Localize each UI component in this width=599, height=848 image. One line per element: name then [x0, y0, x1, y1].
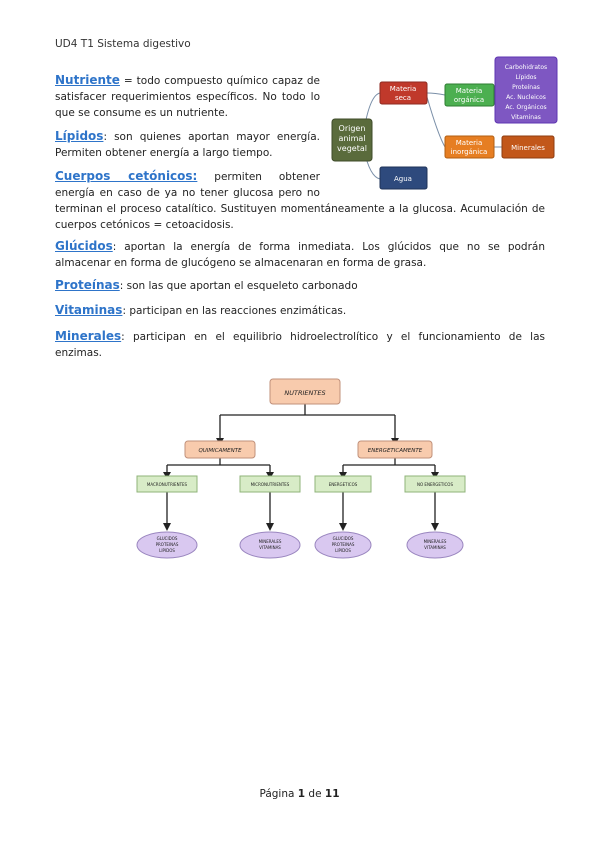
term-cuerpos-cetonicos-visible: Cuerpos cetónicos:: [55, 169, 198, 183]
page-footer: Página 1 de 11: [0, 788, 599, 800]
label-agua: Agua: [394, 175, 412, 183]
text-glucidos: : aportan la energía de forma inmediata.…: [55, 241, 545, 269]
label-nutrientes: NUTRIENTES: [284, 389, 325, 397]
section-cuerpos-cetonicos-text: Cuerpos cetónicos: permiten obtener ener…: [55, 168, 545, 233]
footer-mid: de: [305, 788, 325, 800]
oval-macro-2: LIPIDOS: [159, 548, 175, 553]
section-nutriente: Nutriente = todo compuesto químico capaz…: [55, 72, 320, 121]
node-micronutrientes: [239, 475, 301, 493]
box-origen: [331, 118, 373, 162]
text-nutriente: = todo compuesto químico capaz de satisf…: [55, 75, 320, 119]
label-quimicamente: QUIMICAMENTE: [198, 448, 242, 454]
term-lipidos: Lípidos: [55, 129, 104, 143]
term-glucidos: Glúcidos: [55, 239, 113, 253]
label-materia-inorganica-1: inorgánica: [451, 148, 488, 156]
node-quimicamente: [184, 440, 256, 459]
term-proteinas: Proteínas: [55, 278, 120, 292]
node-macronutrientes: [136, 475, 198, 493]
box-materia-seca: [379, 81, 428, 105]
section-minerales: Minerales: participan en el equilibrio h…: [55, 328, 545, 361]
text-vitaminas: : participan en las reacciones enzimátic…: [122, 305, 347, 317]
label-origen-0: Origen: [339, 124, 366, 133]
label-organic-2: Proteínas: [512, 84, 540, 91]
node-energeticos: [314, 475, 372, 493]
footer-total-pages: 11: [324, 788, 340, 800]
label-organic-5: Vitaminas: [511, 114, 541, 121]
label-minerales-box: Minerales: [511, 144, 545, 152]
label-materia-inorganica-0: Materia: [456, 139, 483, 147]
oval-macro-0: GLUCIDOS: [157, 536, 178, 541]
oval-macro: [136, 531, 198, 559]
oval-micro-1: VITAMINAS: [259, 545, 281, 550]
text-cuerpos-cetonicos: permiten obtener energía en caso de ya n…: [55, 171, 545, 231]
oval-micro: [239, 531, 301, 559]
node-energeticamente: [357, 440, 433, 459]
label-organic-3: Ac. Nucleicos: [506, 94, 546, 101]
label-materia-seca-1: seca: [395, 94, 411, 102]
term-nutriente: Nutriente: [55, 73, 120, 87]
section-proteinas: Proteínas: son las que aportan el esquel…: [55, 277, 545, 294]
text-minerales: : participan en el equilibrio hidroelect…: [55, 331, 545, 359]
oval-no-energeticos-1: VITAMINAS: [424, 545, 446, 550]
label-energeticamente: ENERGETICAMENTE: [368, 448, 423, 454]
oval-no-energeticos: [406, 531, 464, 559]
label-materia-seca-0: Materia: [390, 85, 417, 93]
section-glucidos: Glúcidos: aportan la energía de forma in…: [55, 238, 545, 271]
term-minerales: Minerales: [55, 329, 122, 343]
oval-energeticos-2: LIPIDOS: [335, 548, 351, 553]
node-no-energeticos: [404, 475, 466, 493]
footer-prefix: Página: [259, 788, 298, 800]
oval-energeticos: [314, 531, 372, 559]
box-organic-components: [494, 56, 558, 124]
label-organic-1: Lípidos: [515, 74, 536, 81]
label-organic-0: Carbohidratos: [505, 64, 547, 71]
label-materia-organica-0: Materia: [456, 87, 483, 95]
box-materia-organica: [444, 83, 495, 107]
oval-no-energeticos-0: MINERALES: [424, 539, 447, 544]
label-origen-2: vegetal: [337, 144, 367, 153]
food-composition-diagram: Origen animal vegetal Materia seca Agua …: [331, 56, 558, 190]
label-energeticos: ENERGETICOS: [329, 482, 358, 487]
label-organic-4: Ac. Orgánicos: [505, 104, 546, 111]
footer-page-number: 1: [297, 788, 306, 800]
node-nutrientes: [269, 378, 341, 405]
term-vitaminas: Vitaminas: [55, 303, 123, 317]
box-minerales: [501, 135, 555, 159]
text-lipidos: : son quienes aportan mayor energía. Per…: [55, 131, 320, 159]
label-micronutrientes: MICRONUTRIENTES: [251, 482, 290, 487]
label-no-energeticos: NO ENERGETICOS: [417, 482, 453, 487]
label-materia-organica-1: orgánica: [454, 96, 484, 104]
oval-energeticos-0: GLUCIDOS: [333, 536, 354, 541]
box-agua: [379, 166, 428, 190]
oval-energeticos-1: PROTEINAS: [332, 542, 355, 547]
nutrient-classification-diagram: NUTRIENTES QUIMICAMENTE ENERGETICAMENTE …: [136, 378, 466, 559]
oval-micro-0: MINERALES: [259, 539, 282, 544]
label-origen-1: animal: [338, 134, 365, 143]
label-macronutrientes: MACRONUTRIENTES: [147, 482, 188, 487]
box-materia-inorganica: [444, 135, 495, 159]
section-lipidos: Lípidos: son quienes aportan mayor energ…: [55, 128, 320, 161]
oval-macro-1: PROTEINAS: [156, 542, 179, 547]
section-vitaminas: Vitaminas: participan en las reacciones …: [55, 302, 545, 319]
text-proteinas: : son las que aportan el esqueleto carbo…: [119, 280, 358, 292]
document-header: UD4 T1 Sistema digestivo: [55, 38, 191, 50]
